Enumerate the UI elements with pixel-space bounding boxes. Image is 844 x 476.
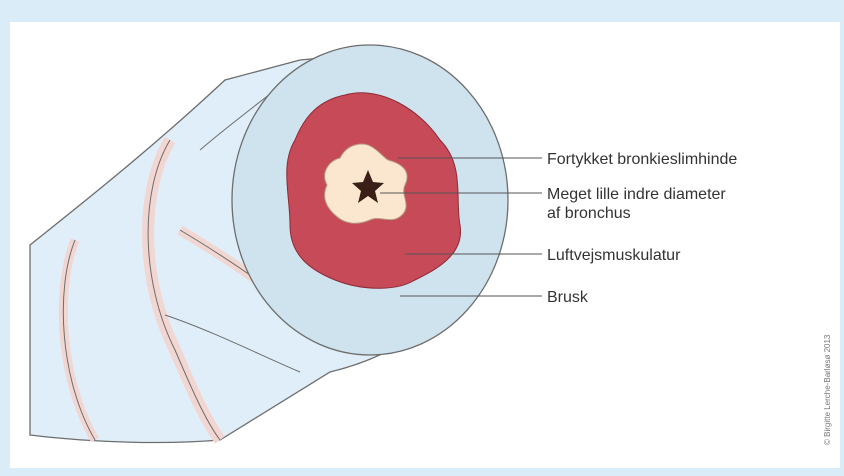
label-cartilage: Brusk xyxy=(547,289,589,306)
label-muscle: Luftvejsmuskulatur xyxy=(547,247,681,264)
bronchus-cross-section xyxy=(232,45,508,355)
label-mucosa: Fortykket bronkieslimhinde xyxy=(547,151,737,168)
copyright-text: © Birgitte Lerche-Barløsø 2013 xyxy=(823,334,832,445)
label-lumen-line1: Meget lille indre diameter xyxy=(547,186,726,203)
label-lumen-line2: af bronchus xyxy=(547,205,631,222)
